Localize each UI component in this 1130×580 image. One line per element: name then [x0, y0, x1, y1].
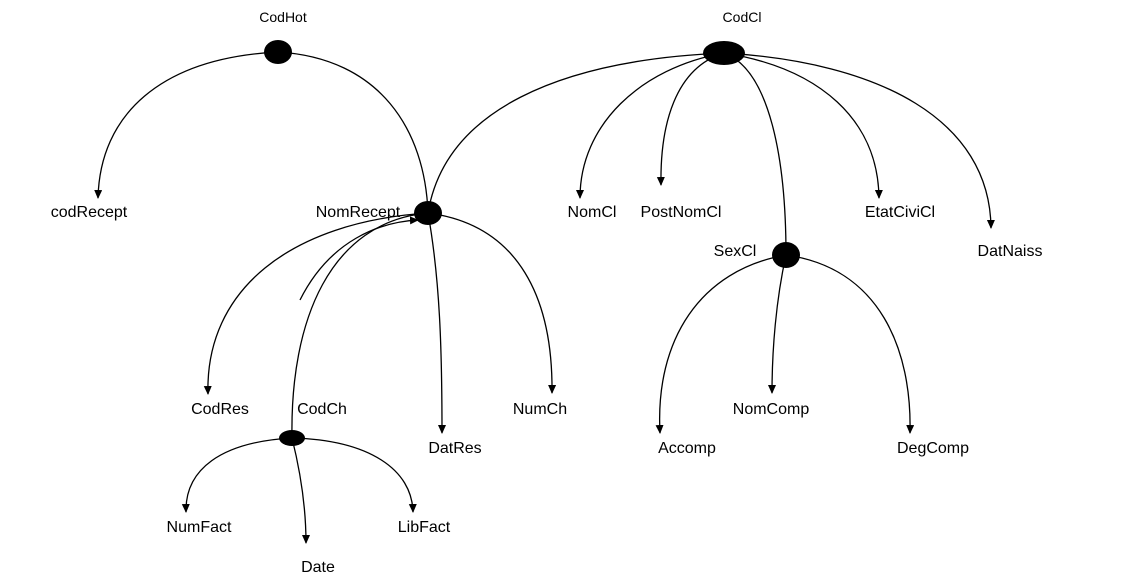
edge-codcl-etatcivicl — [723, 52, 883, 199]
edge-nomrecept-codres — [203, 212, 429, 395]
label-degcomp: DegComp — [897, 440, 969, 457]
node-nomrecept — [414, 201, 442, 225]
label-codcl: CodCl — [723, 9, 762, 25]
label-numch: NumCh — [513, 401, 567, 418]
label-codrecept: codRecept — [51, 204, 128, 221]
label-date: Date — [301, 559, 335, 576]
label-etatcivicl: EtatCiviCl — [865, 204, 935, 221]
edge-codcl-datnaiss — [723, 52, 995, 229]
edge-codhot-codrecept — [94, 51, 279, 199]
label-codch: CodCh — [297, 401, 347, 418]
edge-sexcl-degcomp — [785, 254, 915, 434]
node-codch — [279, 430, 305, 446]
node-sexcl — [772, 242, 800, 268]
label-datnaiss: DatNaiss — [978, 243, 1043, 260]
label-libfact: LibFact — [398, 519, 451, 536]
node-codcl — [703, 41, 745, 65]
edge-nomrecept-codch — [291, 212, 429, 439]
node-codhot — [264, 40, 292, 64]
edge-codch-libfact — [291, 437, 417, 513]
edge-nomrecept-return — [299, 216, 419, 301]
edge-codch-numfact — [181, 437, 293, 513]
label-nomcl: NomCl — [568, 204, 617, 221]
edge-nomrecept-datres — [427, 212, 446, 434]
label-codres: CodRes — [191, 401, 249, 418]
label-numfact: NumFact — [167, 519, 232, 536]
label-nomrecept: NomRecept — [316, 204, 401, 221]
label-datres: DatRes — [428, 440, 481, 457]
label-postnomcl: PostNomCl — [641, 204, 722, 221]
edge-codcl-postnomcl — [656, 52, 725, 186]
edge-codhot-nomrecept — [277, 51, 429, 214]
edge-codcl-nomcl — [576, 52, 725, 199]
edge-sexcl-accomp — [655, 254, 787, 434]
edge-codcl-sexcl — [723, 52, 787, 256]
edge-sexcl-nomcomp — [768, 254, 787, 394]
label-codhot: CodHot — [259, 9, 307, 25]
edge-nomrecept-numch — [427, 212, 557, 394]
label-accomp: Accomp — [658, 440, 716, 457]
edge-codcl-nomrecept — [427, 52, 725, 214]
edge-codch-date — [291, 437, 310, 544]
label-sexcl: SexCl — [714, 243, 757, 260]
label-nomcomp: NomComp — [733, 401, 810, 418]
